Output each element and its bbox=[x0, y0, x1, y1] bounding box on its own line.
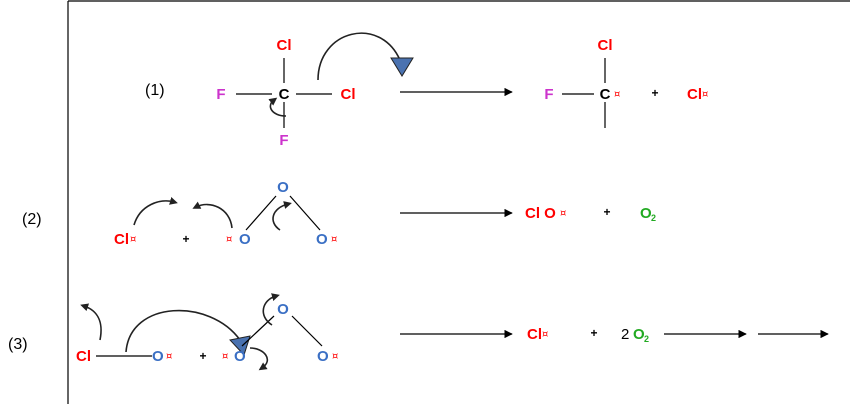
step3-o: O bbox=[152, 348, 164, 365]
ozone3-o-left: O bbox=[234, 348, 246, 365]
prod3-cl-radical: ¤ bbox=[542, 329, 548, 340]
prod-cl-free: Cl bbox=[687, 86, 702, 103]
atom-cl-top: Cl bbox=[277, 37, 292, 54]
ozone3-right-radical: ¤ bbox=[332, 351, 338, 362]
big-curved-arrow-3 bbox=[125, 309, 241, 353]
step-2-label: (2) bbox=[22, 211, 42, 228]
curl-arrow-o bbox=[192, 201, 233, 229]
prod-c-radical: ¤ bbox=[614, 89, 620, 100]
prod-atom-c: C bbox=[600, 86, 611, 103]
atom-f-left: F bbox=[216, 86, 225, 103]
prod3-cl: Cl bbox=[527, 326, 542, 343]
prod-cl-radical: ¤ bbox=[702, 89, 708, 100]
curved-arrow-cl-leaving bbox=[317, 32, 401, 81]
step-3-label: (3) bbox=[8, 336, 28, 353]
curved-arrowhead-icon bbox=[390, 57, 414, 77]
curved-arrowhead-3-icon bbox=[229, 335, 251, 356]
curl-arrow-cl3 bbox=[80, 303, 102, 341]
cl-radical-dot: ¤ bbox=[130, 234, 136, 245]
curl-arrow-ozone2 bbox=[272, 201, 292, 231]
cl-radical-atom: Cl bbox=[114, 231, 129, 248]
prod2-clo: Cl O bbox=[525, 205, 556, 222]
ozone2-right-radical: ¤ bbox=[331, 234, 337, 245]
prod3-coeff: 2 bbox=[621, 326, 629, 343]
prod3-o2-sub: 2 bbox=[644, 334, 649, 344]
step3-o-radical: ¤ bbox=[166, 351, 172, 362]
plus-2b: + bbox=[603, 205, 610, 219]
plus-3b: + bbox=[590, 326, 597, 340]
ozone2-o-right: O bbox=[316, 231, 328, 248]
prod2-o2-sub: 2 bbox=[651, 213, 656, 223]
step3-cl: Cl bbox=[76, 348, 91, 365]
small-curl-arrow bbox=[268, 97, 287, 117]
plus-1: + bbox=[651, 86, 658, 100]
prod-atom-cl-top: Cl bbox=[598, 37, 613, 54]
plus-2a: + bbox=[182, 232, 189, 246]
ozone2-bond-right bbox=[289, 195, 321, 231]
prod-atom-f-left: F bbox=[544, 86, 553, 103]
ozone3-o-top: O bbox=[277, 301, 289, 318]
ozone2-bond-left bbox=[245, 195, 277, 231]
ozone2-o-left: O bbox=[239, 231, 251, 248]
ozone2-o-top: O bbox=[277, 179, 289, 196]
curl-arrow-ozone3-top bbox=[262, 293, 280, 326]
ozone3-left-radical: ¤ bbox=[222, 351, 228, 362]
atom-cl-right: Cl bbox=[341, 86, 356, 103]
prod3-o2: O bbox=[633, 326, 645, 343]
step-1-label: (1) bbox=[145, 82, 165, 99]
ozone3-o-right: O bbox=[317, 348, 329, 365]
ozone3-bond-right bbox=[291, 315, 323, 347]
ozone2-left-radical: ¤ bbox=[226, 234, 232, 245]
atom-f-bottom: F bbox=[279, 132, 288, 149]
curl-arrow-ozone3-bottom bbox=[249, 347, 268, 371]
prod2-clo-radical: ¤ bbox=[560, 208, 566, 219]
prod2-o2: O bbox=[640, 205, 652, 222]
plus-3a: + bbox=[199, 349, 206, 363]
curl-arrow-cl bbox=[133, 197, 178, 226]
ozone3-bond-left bbox=[241, 315, 275, 347]
atom-c-center: C bbox=[279, 86, 290, 103]
